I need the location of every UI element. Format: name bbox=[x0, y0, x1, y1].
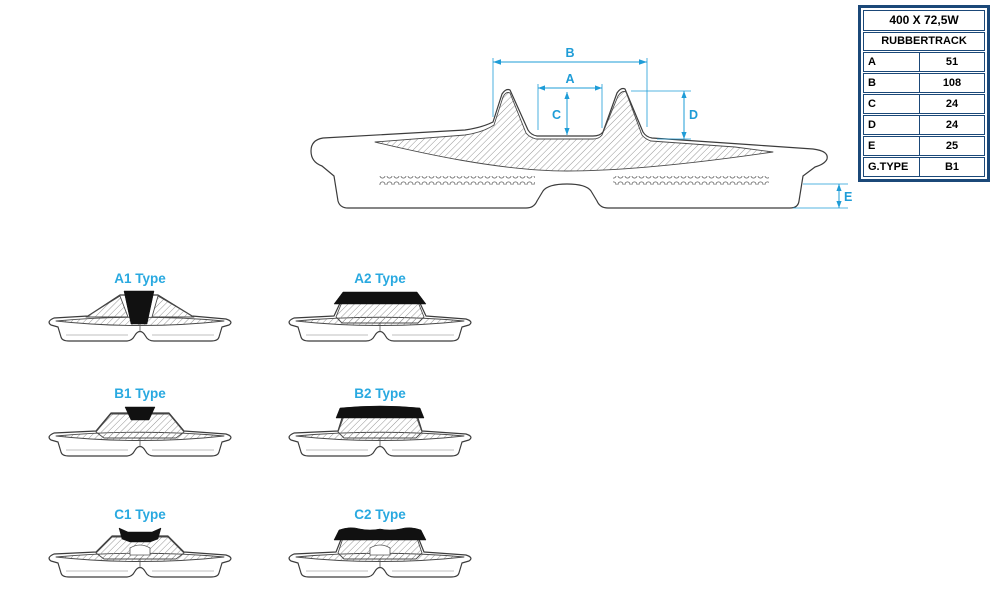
rubber-guide-lug bbox=[123, 290, 155, 325]
spec-row-value: 24 bbox=[945, 98, 959, 110]
spec-row-value: 108 bbox=[942, 77, 962, 89]
dim-c-arrow-top bbox=[564, 92, 570, 99]
dim-e-arrow-bottom bbox=[836, 201, 842, 208]
steel-cords-right bbox=[613, 176, 769, 185]
spec-table-subtitle: RUBBERTRACK bbox=[863, 32, 985, 51]
type-cell-a1: A1 Type bbox=[40, 271, 240, 356]
type-label-a1: A1 Type bbox=[114, 271, 166, 286]
type-label-c1: C1 Type bbox=[114, 507, 166, 522]
type-cell-a2: A2 Type bbox=[280, 271, 480, 356]
type-drawing-b1 bbox=[48, 406, 232, 457]
type-cell-c2: C2 Type bbox=[280, 507, 480, 592]
spec-row-label: A bbox=[864, 53, 920, 71]
dim-b-arrow-right bbox=[639, 59, 647, 65]
dim-label-b: B bbox=[565, 46, 574, 60]
type-cell-b2: B2 Type bbox=[280, 386, 480, 471]
dim-d-arrow-bottom bbox=[681, 132, 687, 139]
spec-row-value: 24 bbox=[945, 119, 959, 131]
type-label-a2: A2 Type bbox=[354, 271, 406, 286]
type-drawing-c1 bbox=[48, 527, 232, 578]
dim-d-arrow-top bbox=[681, 91, 687, 98]
spec-table-title: 400 X 72,5W bbox=[863, 10, 985, 31]
steel-cords-left bbox=[379, 176, 535, 185]
rubber-guide-cap-bumpy bbox=[333, 527, 427, 541]
type-drawing-a2 bbox=[288, 291, 472, 342]
spec-row-label: E bbox=[864, 137, 920, 155]
rubber-guide-lug bbox=[124, 406, 156, 421]
dim-a-arrow-right bbox=[595, 85, 602, 91]
type-label-c2: C2 Type bbox=[354, 507, 406, 522]
guide-hump bbox=[337, 415, 423, 439]
spec-row-d: D 24 bbox=[863, 115, 985, 135]
metal-core-arch bbox=[129, 544, 151, 556]
type-cell-c1: C1 Type bbox=[40, 507, 240, 592]
dim-label-c: C bbox=[552, 108, 561, 122]
dim-label-d: D bbox=[689, 108, 698, 122]
dim-label-e: E bbox=[844, 190, 852, 204]
metal-core-arch bbox=[369, 544, 391, 556]
type-cell-b1: B1 Type bbox=[40, 386, 240, 471]
carcass-hatched bbox=[374, 91, 774, 172]
dim-a-arrow-left bbox=[538, 85, 545, 91]
type-label-b1: B1 Type bbox=[114, 386, 166, 401]
spec-table: 400 X 72,5W RUBBERTRACK A 51 B 108 C 24 … bbox=[858, 5, 990, 182]
spec-row-e: E 25 bbox=[863, 136, 985, 156]
guide-wing-right bbox=[151, 295, 195, 318]
spec-row-value: B1 bbox=[944, 161, 960, 173]
spec-row-a: A 51 bbox=[863, 52, 985, 72]
rubber-guide-cap bbox=[335, 405, 425, 419]
dim-c-arrow-bottom bbox=[564, 128, 570, 135]
dim-b-arrow-left bbox=[493, 59, 501, 65]
spec-row-value: 25 bbox=[945, 140, 959, 152]
guide-wing-left bbox=[85, 295, 129, 318]
spec-row-b: B 108 bbox=[863, 73, 985, 93]
dim-label-a: A bbox=[565, 72, 574, 86]
type-drawing-a1 bbox=[48, 290, 232, 342]
spec-row-gtype: G.TYPE B1 bbox=[863, 157, 985, 177]
guide-hump bbox=[95, 413, 185, 439]
spec-row-label: G.TYPE bbox=[864, 158, 920, 176]
spec-row-label: D bbox=[864, 116, 920, 134]
spec-row-c: C 24 bbox=[863, 94, 985, 114]
spec-row-value: 51 bbox=[945, 56, 959, 68]
track-cross-section-drawing: B A C D E bbox=[310, 46, 852, 209]
type-drawing-c2 bbox=[288, 527, 472, 578]
rubber-guide-cap bbox=[333, 291, 427, 305]
rubber-guide-lug-winged bbox=[118, 527, 162, 543]
spec-row-label: C bbox=[864, 95, 920, 113]
type-label-b2: B2 Type bbox=[354, 386, 406, 401]
guide-hump bbox=[335, 301, 425, 324]
spec-row-label: B bbox=[864, 74, 920, 92]
type-drawing-b2 bbox=[288, 405, 472, 457]
dim-e-arrow-top bbox=[836, 184, 842, 191]
